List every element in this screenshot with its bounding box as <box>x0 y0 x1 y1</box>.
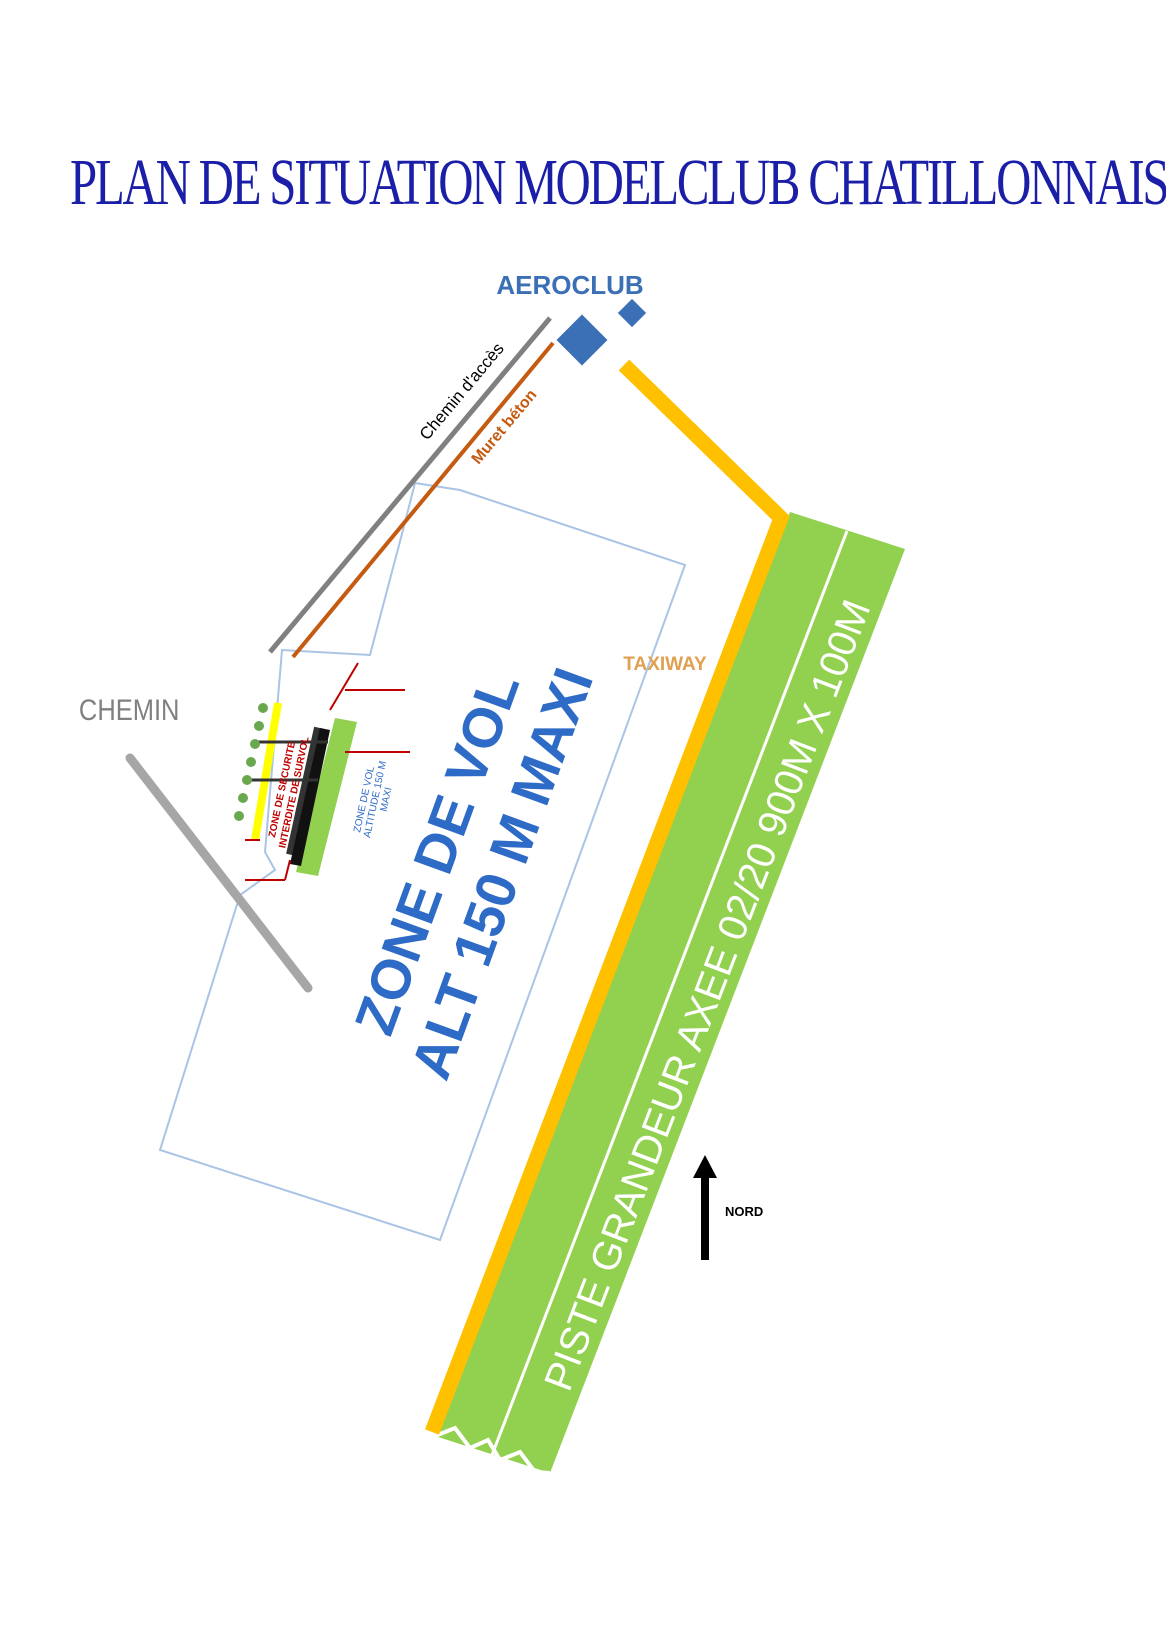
tree-4 <box>246 757 256 767</box>
concrete-wall-line <box>291 341 555 659</box>
tree-5 <box>242 775 252 785</box>
aeroclub-label: AEROCLUB <box>496 270 643 300</box>
tree-7 <box>234 811 244 821</box>
taxiway-label: TAXIWAY <box>623 654 707 675</box>
flight-zone-outline <box>158 481 687 1242</box>
tree-6 <box>238 793 248 803</box>
chemin-label: CHEMIN <box>79 693 180 726</box>
runway-centerline <box>490 530 849 1456</box>
pilot-green-strip <box>296 718 357 876</box>
aeroclub-building-small <box>617 298 647 328</box>
tree-3 <box>250 739 260 749</box>
chemin-road <box>125 753 313 993</box>
red-line-4 <box>284 859 291 881</box>
pilot-black-strip <box>290 728 330 866</box>
aeroclub-building-large <box>556 314 608 366</box>
tree-2 <box>254 721 264 731</box>
spectator-line <box>251 702 282 841</box>
runway-end-break <box>434 1425 551 1475</box>
north-arrow-icon <box>693 1155 717 1260</box>
north-label: NORD <box>725 1204 763 1219</box>
access-path-line <box>268 316 552 654</box>
small-flight-zone-line3: MAXI <box>379 786 395 812</box>
pilot-area-detail <box>234 662 410 881</box>
tree-1 <box>258 703 268 713</box>
taxiway <box>424 359 790 1435</box>
red-line-3 <box>329 662 359 711</box>
